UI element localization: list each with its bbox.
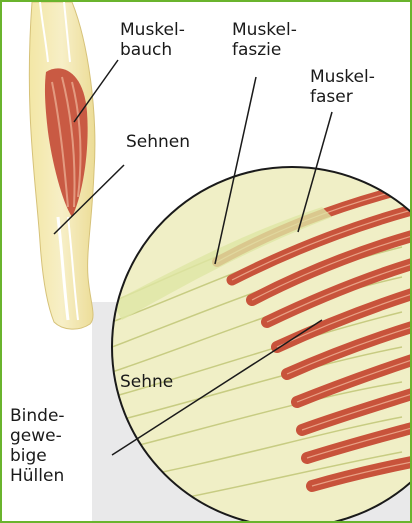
label-sehne: Sehne xyxy=(120,372,173,392)
label-muskelfaser: Muskel- faser xyxy=(310,67,375,107)
leg-illustration xyxy=(29,2,95,329)
label-muskelbauch: Muskel- bauch xyxy=(120,20,185,60)
label-muskelfaszie: Muskel- faszie xyxy=(232,20,297,60)
label-bindegewebige-huellen: Binde- gewe- bige Hüllen xyxy=(10,406,65,486)
label-sehnen: Sehnen xyxy=(126,132,190,152)
